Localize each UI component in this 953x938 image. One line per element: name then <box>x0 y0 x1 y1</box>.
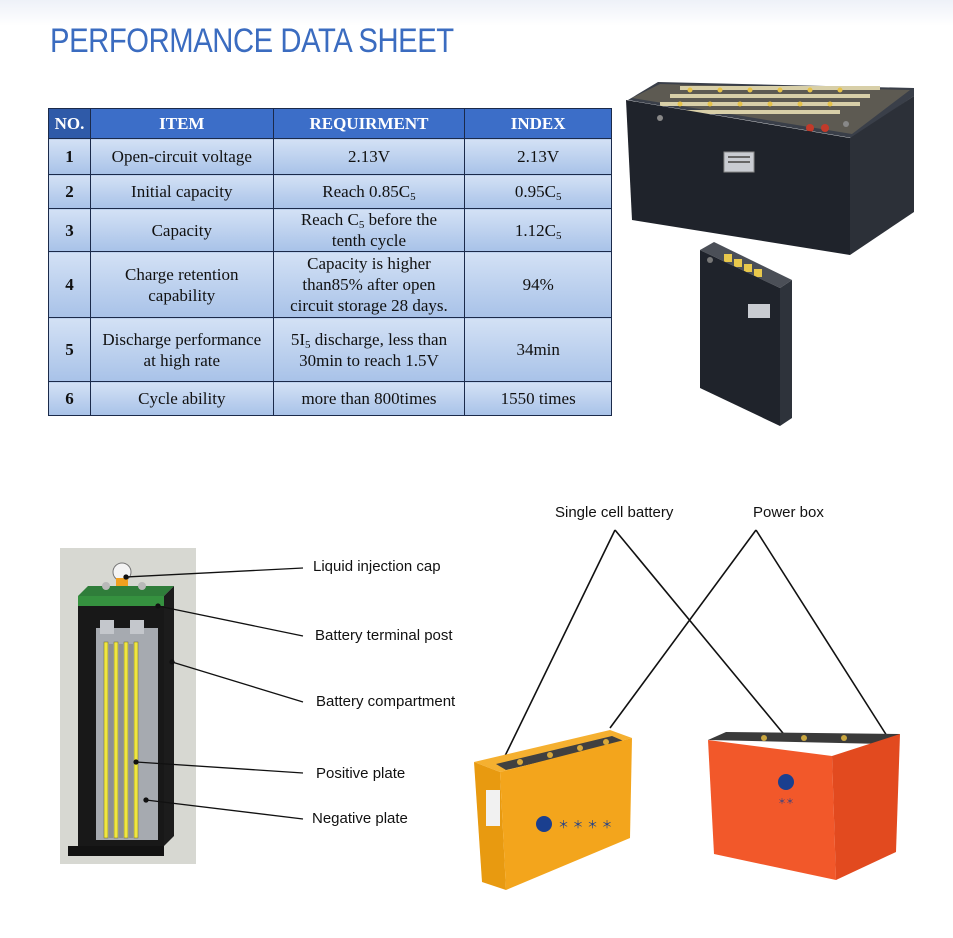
label-battery-terminal-post: Battery terminal post <box>315 627 453 644</box>
header-no: NO. <box>48 108 91 139</box>
table-row: 1 Open-circuit voltage 2.13V 2.13V <box>48 138 612 175</box>
row-index: 94% <box>464 251 612 318</box>
row-requirement: 2.13V <box>272 138 466 175</box>
label-single-cell-battery: Single cell battery <box>555 504 674 521</box>
row-requirement: Reach 0.85C5 <box>272 174 466 209</box>
battery-cell-black-small <box>700 242 792 426</box>
svg-text:＊ ＊ ＊ ＊: ＊ ＊ ＊ ＊ <box>558 818 613 831</box>
page-title: PERFORMANCE DATA SHEET <box>50 22 454 60</box>
label-battery-compartment: Battery compartment <box>316 693 456 710</box>
label-positive-plate: Positive plate <box>316 765 406 782</box>
performance-table: NO. ITEM REQUIRMENT INDEX 1 Open-circuit… <box>48 108 612 416</box>
row-no: 1 <box>48 138 91 175</box>
row-no: 3 <box>48 208 91 252</box>
label-liquid-injection-cap: Liquid injection cap <box>313 558 441 575</box>
row-index: 2.13V <box>464 138 612 175</box>
row-no: 5 <box>48 317 91 382</box>
row-index: 0.95C5 <box>464 174 612 209</box>
row-no: 6 <box>48 381 91 416</box>
row-item: Open-circuit voltage <box>89 138 274 175</box>
header-requirement: REQUIRMENT <box>272 108 466 139</box>
row-item: Cycle ability <box>89 381 274 416</box>
table-header-row: NO. ITEM REQUIRMENT INDEX <box>48 108 612 139</box>
row-index: 34min <box>464 317 612 382</box>
battery-power-box-orange: ＊＊ <box>708 732 900 880</box>
row-index: 1.12C5 <box>464 208 612 252</box>
label-power-box: Power box <box>753 504 824 521</box>
header-index: INDEX <box>464 108 612 139</box>
battery-box-black-large <box>626 82 914 255</box>
row-requirement: more than 800times <box>272 381 466 416</box>
battery-cell-yellow: ＊ ＊ ＊ ＊ <box>474 730 632 890</box>
top-band <box>0 0 953 26</box>
row-index: 1550 times <box>464 381 612 416</box>
label-negative-plate: Negative plate <box>312 810 408 827</box>
table-row: 6 Cycle ability more than 800times 1550 … <box>48 381 612 416</box>
row-item: Initial capacity <box>89 174 274 209</box>
battery-cutaway-diagram <box>60 548 196 864</box>
row-no: 4 <box>48 251 91 318</box>
table-row: 2 Initial capacity Reach 0.85C5 0.95C5 <box>48 174 612 209</box>
svg-text:＊＊: ＊＊ <box>778 797 794 806</box>
header-item: ITEM <box>89 108 274 139</box>
row-no: 2 <box>48 174 91 209</box>
